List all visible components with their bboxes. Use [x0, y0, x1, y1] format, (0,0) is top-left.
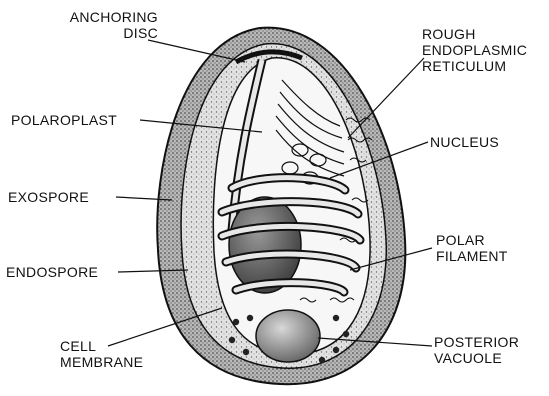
label-posterior-vacuole: POSTERIOR VACUOLE — [434, 334, 519, 366]
label-rough-er-line1: ROUGH — [422, 26, 527, 42]
label-rough-er-line3: RETICULUM — [422, 58, 527, 74]
label-anchoring-disc-line1: ANCHORING — [40, 9, 158, 25]
label-polaroplast-line1: POLAROPLAST — [11, 112, 117, 128]
label-posterior-vacuole-line1: POSTERIOR — [434, 334, 519, 350]
label-nucleus-line1: NUCLEUS — [430, 134, 499, 150]
label-anchoring-disc: ANCHORING DISC — [40, 9, 158, 41]
posterior-vacuole-shape — [256, 310, 320, 362]
label-cell-membrane-line1: CELL — [60, 338, 143, 354]
label-exospore: EXOSPORE — [8, 189, 89, 205]
label-cell-membrane: CELL MEMBRANE — [60, 338, 143, 370]
label-posterior-vacuole-line2: VACUOLE — [434, 350, 519, 366]
label-endospore-line1: ENDOSPORE — [6, 264, 98, 280]
label-rough-er-line2: ENDOPLASMIC — [422, 42, 527, 58]
label-endospore: ENDOSPORE — [6, 264, 98, 280]
label-nucleus: NUCLEUS — [430, 134, 499, 150]
label-cell-membrane-line2: MEMBRANE — [60, 354, 143, 370]
label-polar-filament-line2: FILAMENT — [436, 248, 508, 264]
label-polaroplast: POLAROPLAST — [11, 112, 117, 128]
label-exospore-line1: EXOSPORE — [8, 189, 89, 205]
label-anchoring-disc-line2: DISC — [40, 25, 158, 41]
label-polar-filament: POLAR FILAMENT — [436, 232, 508, 264]
label-rough-er: ROUGH ENDOPLASMIC RETICULUM — [422, 26, 527, 74]
label-polar-filament-line1: POLAR — [436, 232, 508, 248]
